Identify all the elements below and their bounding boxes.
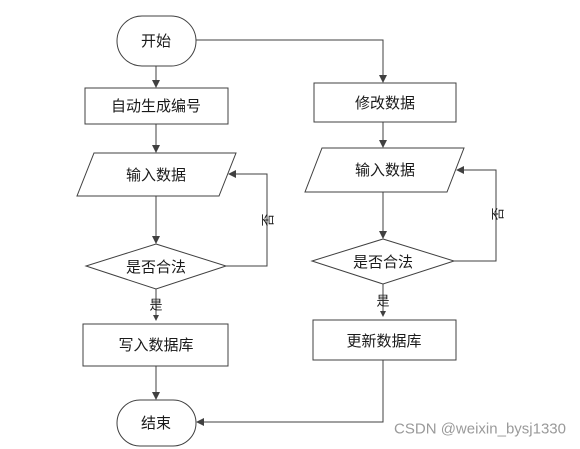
watermark-text: CSDN @weixin_bysj1330 — [394, 421, 566, 438]
auto-number-label: 自动生成编号 — [111, 97, 201, 115]
start-label: 开始 — [141, 32, 171, 50]
connectors — [152, 39, 497, 426]
update-db-process — [312, 319, 457, 361]
yes-label-left: 是 — [149, 299, 162, 314]
arrowhead — [379, 75, 387, 83]
arrowhead — [152, 80, 160, 88]
end-label: 结束 — [141, 414, 171, 432]
update-db-label: 更新数据库 — [346, 332, 421, 350]
arrowhead — [152, 145, 160, 153]
write-db-label: 写入数据库 — [118, 336, 193, 354]
legal-left-label: 是否合法 — [126, 258, 186, 276]
edge-update-db-to-end — [204, 360, 384, 423]
input-right-parallelogram — [304, 147, 465, 193]
edge-check-left-no-loop — [226, 173, 268, 267]
input-right-label: 输入数据 — [355, 161, 415, 179]
no-label-left: 否 — [262, 213, 277, 226]
legal-right-label: 是否合法 — [353, 253, 413, 271]
yes-label-right: 是 — [376, 295, 389, 310]
legal-left-node: 是否合法 — [84, 243, 228, 290]
input-right-node: 输入数据 — [304, 147, 465, 193]
modify-label: 修改数据 — [355, 94, 415, 112]
arrowhead — [152, 236, 160, 244]
arrowhead — [380, 311, 386, 317]
edge-start-to-modify — [196, 39, 384, 75]
legal-right-decision — [310, 238, 456, 285]
legal-left-decision — [84, 243, 228, 290]
auto-number-process — [84, 87, 229, 125]
write-db-node: 写入数据库 — [82, 323, 229, 367]
legal-right-node: 是否合法 — [310, 238, 456, 285]
end-node: 结束 — [116, 399, 197, 447]
input-left-label: 输入数据 — [126, 166, 186, 184]
arrowhead — [228, 170, 236, 178]
input-left-parallelogram — [76, 152, 237, 197]
end-terminator — [116, 399, 197, 447]
arrowhead — [379, 140, 387, 148]
edge-check-right-no-loop — [454, 169, 497, 262]
modify-node: 修改数据 — [313, 82, 457, 123]
start-terminator — [116, 15, 197, 67]
write-db-process — [82, 323, 229, 367]
update-db-node: 更新数据库 — [312, 319, 457, 361]
no-label-right: 否 — [492, 207, 507, 220]
input-left-node: 输入数据 — [76, 152, 237, 197]
arrowhead — [196, 418, 204, 426]
arrowhead — [153, 315, 159, 321]
start-node: 开始 — [116, 15, 197, 67]
arrowhead — [152, 392, 160, 400]
arrowhead — [456, 166, 464, 174]
auto-number-node: 自动生成编号 — [84, 87, 229, 125]
modify-process — [313, 82, 457, 123]
arrowhead — [379, 231, 387, 239]
